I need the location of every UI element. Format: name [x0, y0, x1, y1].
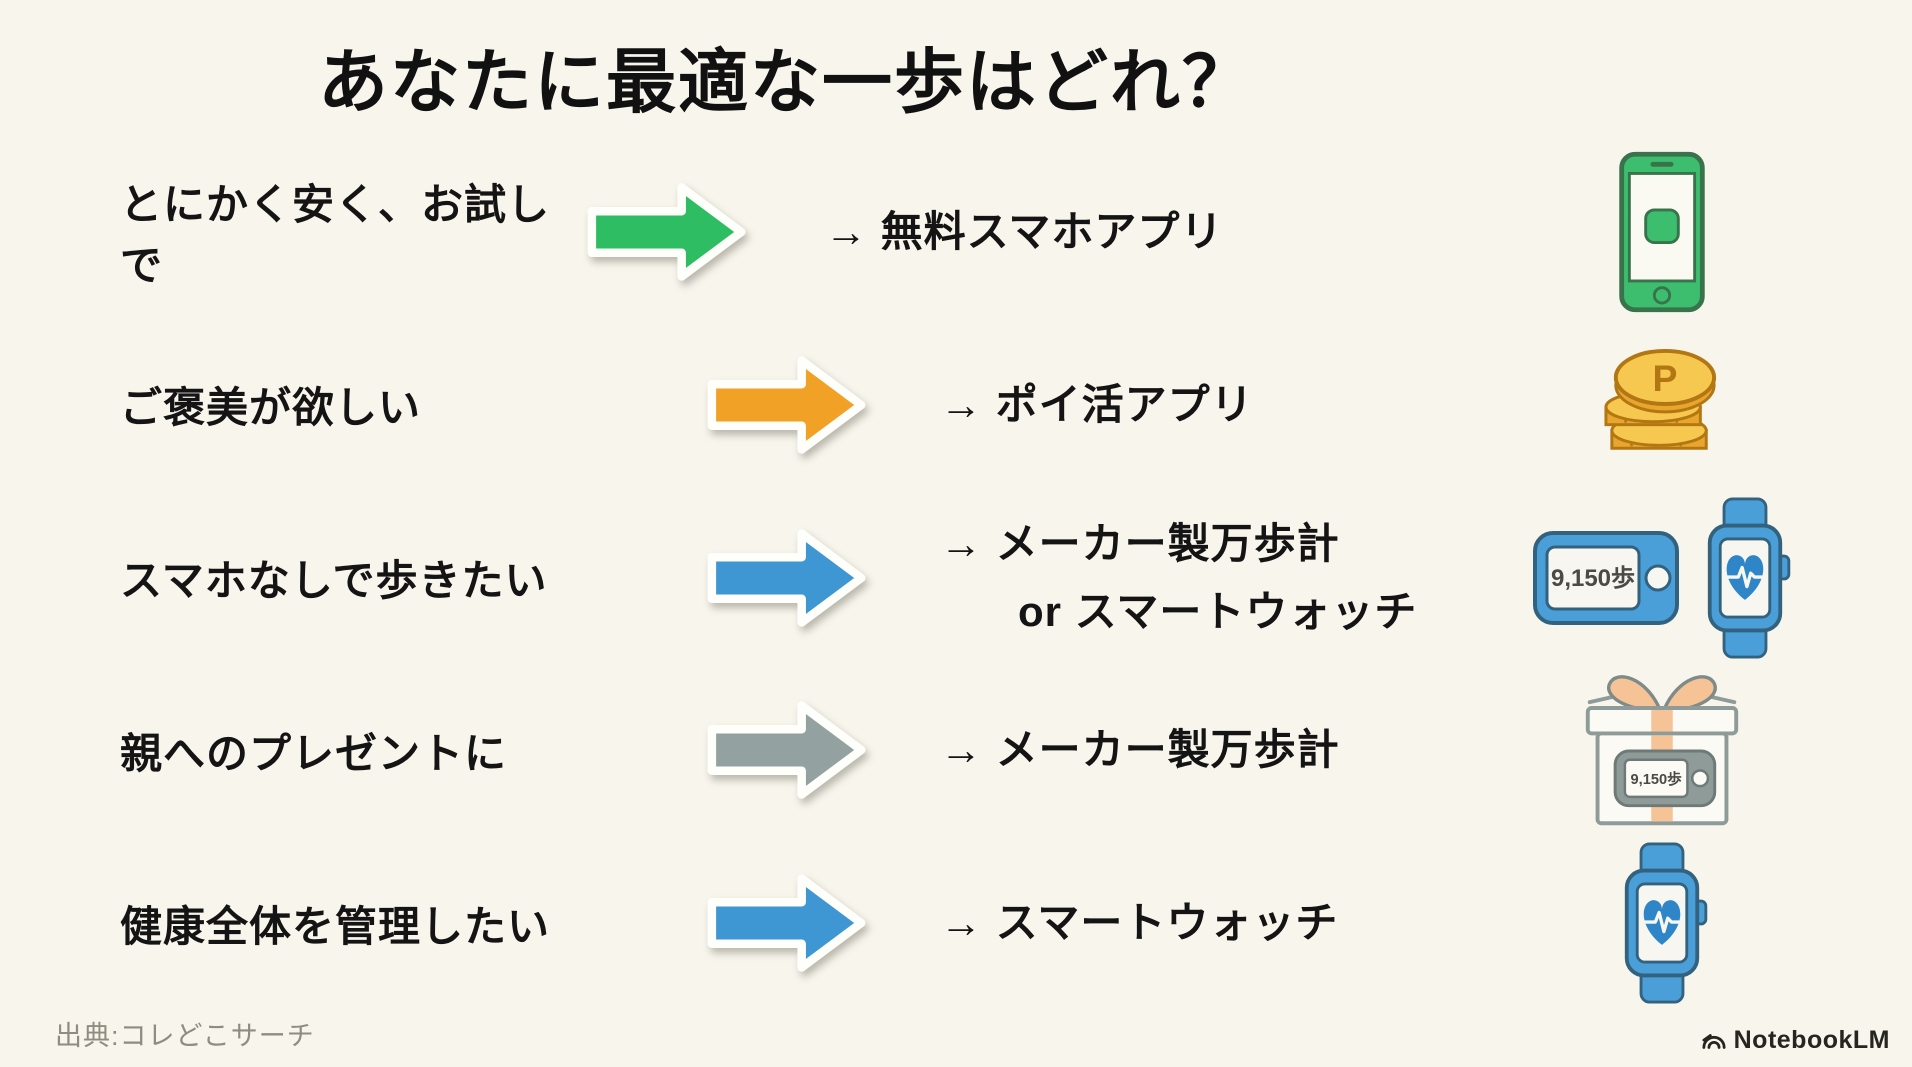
- smartwatch-icon: [1492, 842, 1832, 1004]
- phone-speaker: [1650, 161, 1674, 167]
- need-label: ご褒美が欲しい: [120, 384, 422, 432]
- result-line1: → 無料スマホアプリ: [825, 208, 1224, 255]
- bow-left-loop: [1607, 675, 1663, 713]
- gray-arrow-icon: [707, 701, 866, 799]
- arrow-slot: [585, 180, 885, 284]
- result-label: → 無料スマホアプリ: [825, 198, 1223, 266]
- result-line1: → メーカー製万歩計: [940, 519, 1340, 567]
- result-label: → スマートウォッチ: [940, 889, 1338, 957]
- orange-arrow-icon: [707, 356, 866, 454]
- coin-top: P: [1613, 348, 1717, 414]
- arrow-slot: [585, 526, 885, 630]
- notebooklm-logo-icon: [1702, 1033, 1726, 1049]
- result-label: → ポイ活アプリ: [940, 371, 1254, 439]
- gift-pedometer-icon: 9,150歩: [1492, 667, 1832, 833]
- decision-rows: とにかく安く、お試しで → 無料スマホアプリ ご褒美が欲しい: [0, 148, 1912, 1007]
- gift-pedometer-button: [1691, 769, 1710, 788]
- arrow-slot: [585, 353, 885, 457]
- phone-app-square: [1644, 208, 1680, 244]
- blue-arrow-icon: [707, 874, 866, 972]
- arrow-slot: [585, 698, 885, 802]
- result-line2: or スマートウォッチ: [1018, 587, 1418, 635]
- result-label: → メーカー製万歩計 or スマートウォッチ: [940, 510, 1417, 646]
- ecg-line: [1643, 910, 1681, 934]
- pedometer-icon: 9,150歩: [1533, 531, 1679, 625]
- green-arrow-icon: [587, 183, 746, 281]
- result-line1: → スマートウォッチ: [940, 899, 1339, 946]
- smartwatch-icon: [1707, 496, 1791, 659]
- pedometer-step-count: 9,150歩: [1551, 565, 1635, 592]
- result-line1: → メーカー製万歩計: [940, 726, 1340, 774]
- phone-home-button: [1652, 286, 1672, 305]
- row-reward: ご褒美が欲しい → ポイ活アプリ: [120, 321, 1912, 489]
- need-label: 健康全体を管理したい: [120, 902, 551, 950]
- need-label: 親へのプレゼントに: [120, 729, 508, 777]
- arrow-slot: [585, 871, 885, 975]
- smartphone-icon: [1492, 149, 1832, 315]
- blue-arrow-icon: [707, 528, 866, 627]
- result-line1: → ポイ活アプリ: [940, 380, 1254, 428]
- row-gift-for-parents: 親へのプレゼントに → メーカー製万歩計: [120, 666, 1912, 834]
- gift-ribbon: [1651, 710, 1673, 732]
- row-health-management: 健康全体を管理したい → スマートウォッチ: [120, 839, 1912, 1007]
- gift-pedometer: 9,150歩: [1613, 749, 1717, 808]
- page-title: あなたに最適な一歩はどれ？: [318, 43, 1254, 121]
- point-coins-icon: P: [1492, 346, 1832, 464]
- pedometer-and-smartwatch-icon: 9,150歩: [1492, 496, 1832, 659]
- row-no-smartphone: スマホなしで歩きたい → メーカー製万歩計 or スマートウォッチ 9,150歩: [120, 494, 1912, 662]
- coin-p-letter: P: [1652, 357, 1677, 399]
- notebooklm-label: NotebookLM: [1733, 1026, 1890, 1054]
- notebooklm-brand: NotebookLM: [1701, 1026, 1890, 1055]
- page-title-wrap: あなたに最適な一歩はどれ？: [0, 0, 1572, 121]
- need-label: とにかく安く、お試しで: [120, 181, 551, 289]
- result-label: → メーカー製万歩計: [940, 716, 1340, 784]
- gift-pedometer-step-count: 9,150歩: [1631, 770, 1683, 788]
- bow-right-loop: [1661, 675, 1717, 713]
- ecg-line: [1726, 565, 1764, 588]
- row-cheap-trial: とにかく安く、お試しで → 無料スマホアプリ: [120, 148, 1912, 316]
- source-credit: 出典:コレどこサーチ: [55, 1021, 315, 1051]
- pedometer-button: [1644, 564, 1672, 592]
- need-label: スマホなしで歩きたい: [120, 557, 548, 604]
